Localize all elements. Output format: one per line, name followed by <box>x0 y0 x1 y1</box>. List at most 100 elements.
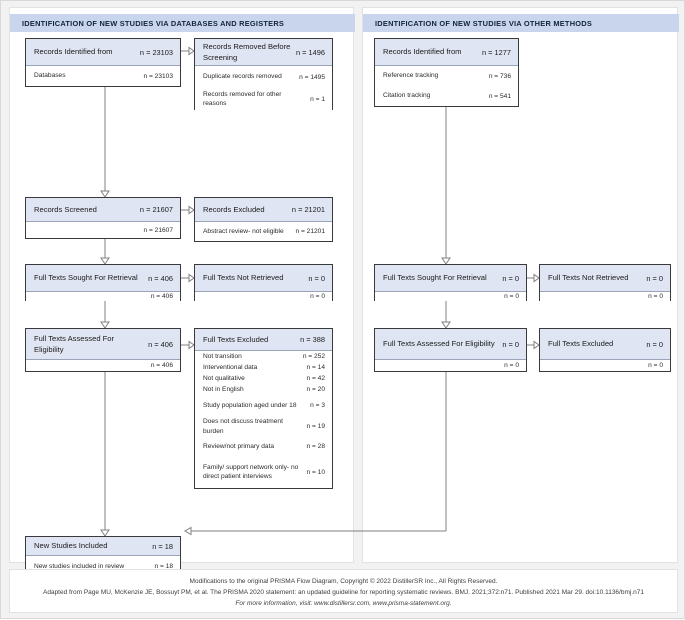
row-count: n = 19 <box>306 423 325 430</box>
box-head-full-texts-not-retrieved-other: Full Texts Not Retrieved n = 0 <box>540 265 670 292</box>
box-count: n = 0 <box>502 339 519 349</box>
row-count: n = 736 <box>488 72 511 80</box>
box-full-texts-excluded[interactable]: Full Texts Excluded n = 388 Not transiti… <box>194 328 333 489</box>
box-count: n = 18 <box>152 541 173 551</box>
box-title: Records Excluded <box>203 204 265 214</box>
row-count: n = 406 <box>150 293 173 300</box>
box-records-removed-before-screening[interactable]: Records Removed Before Screening n = 149… <box>194 38 333 110</box>
box-row: n = 0 <box>375 360 526 371</box>
box-row: Review/not primary data n = 28 <box>195 437 332 456</box>
box-row: n = 21607 <box>26 222 180 238</box>
box-records-excluded[interactable]: Records Excluded n = 21201 Abstract revi… <box>194 197 333 242</box>
box-rows: n = 0 <box>195 292 332 301</box>
row-count: n = 10 <box>306 468 325 476</box>
footer-attribution: Modifications to the original PRISMA Flo… <box>9 569 678 613</box>
box-row: n = 406 <box>26 360 180 371</box>
box-rows: n = 406 <box>26 360 180 371</box>
row-count: n = 23103 <box>143 72 173 80</box>
box-count: n = 1496 <box>296 47 325 57</box>
box-row: n = 0 <box>540 360 670 371</box>
box-rows: n = 0 <box>540 360 670 371</box>
box-full-texts-assessed-for-eligibility[interactable]: Full Texts Assessed For Eligibility n = … <box>25 328 181 372</box>
box-row: n = 0 <box>195 292 332 301</box>
row-label: Study population aged under 18 <box>203 401 297 409</box>
box-rows: n = 0 <box>540 292 670 301</box>
row-label: New studies included in review <box>34 562 125 570</box>
box-title: Full Texts Sought For Retrieval <box>34 273 138 283</box>
box-head-full-texts-sought: Full Texts Sought For Retrieval n = 406 <box>26 265 180 292</box>
box-row: Databases n = 23103 <box>26 66 180 86</box>
box-rows: Duplicate records removed n = 1495 Recor… <box>195 66 332 110</box>
row-label: Review/not primary data <box>203 442 275 450</box>
row-count: n = 0 <box>504 362 519 369</box>
row-label: Duplicate records removed <box>203 73 282 81</box>
row-count: n = 1 <box>310 95 325 103</box>
row-label <box>34 226 143 235</box>
row-count: n = 28 <box>306 443 325 450</box>
box-full-texts-not-retrieved[interactable]: Full Texts Not Retrieved n = 0 n = 0 <box>194 264 333 301</box>
box-row: Abstract review- not eligible n = 21201 <box>195 222 332 241</box>
row-count: n = 18 <box>154 563 173 570</box>
box-head-full-texts-excluded-other: Full Texts Excluded n = 0 <box>540 329 670 360</box>
box-title: Records Screened <box>34 204 97 214</box>
panel-header-other-methods: IDENTIFICATION OF NEW STUDIES VIA OTHER … <box>363 14 679 32</box>
box-row: Records removed for other reasons n = 1 <box>195 88 332 110</box>
row-label: Reference tracking <box>383 72 439 80</box>
box-title: Full Texts Excluded <box>203 334 269 344</box>
box-head-new-studies-included: New Studies Included n = 18 <box>26 537 180 556</box>
box-records-screened[interactable]: Records Screened n = 21607 n = 21607 <box>25 197 181 239</box>
row-label <box>203 292 310 301</box>
panel-header-databases-registers: IDENTIFICATION OF NEW STUDIES VIA DATABA… <box>10 14 355 32</box>
box-row: n = 0 <box>540 292 670 301</box>
box-title: Full Texts Assessed For Eligibility <box>383 339 495 349</box>
box-rows: Reference tracking n = 736 Citation trac… <box>375 66 518 106</box>
box-row: Not qualitative n = 42 <box>195 373 332 384</box>
box-title: Full Texts Excluded <box>548 339 614 349</box>
footer-line-more-info: For more information, visit: www.distill… <box>235 599 452 607</box>
box-count: n = 0 <box>646 273 663 283</box>
row-count: n = 20 <box>306 386 325 393</box>
box-records-identified-databases[interactable]: Records Identified from n = 23103 Databa… <box>25 38 181 87</box>
row-count: n = 541 <box>488 92 511 100</box>
row-label: Abstract review- not eligible <box>203 227 284 235</box>
box-count: n = 0 <box>308 273 325 283</box>
row-label: Not transition <box>203 352 242 360</box>
box-rows: Abstract review- not eligible n = 21201 <box>195 222 332 241</box>
box-records-identified-other-methods[interactable]: Records Identified from n = 1277 Referen… <box>374 38 519 107</box>
panel-title-databases-registers: IDENTIFICATION OF NEW STUDIES VIA DATABA… <box>22 18 285 28</box>
footer-line-citation: Adapted from Page MU, McKenzie JE, Bossu… <box>43 588 644 596</box>
box-title: Full Texts Not Retrieved <box>203 273 284 283</box>
row-label <box>34 361 151 370</box>
row-count: n = 1495 <box>299 73 325 81</box>
box-title: Records Identified from <box>34 47 113 57</box>
box-row: n = 406 <box>26 292 180 301</box>
row-count: n = 14 <box>306 364 325 371</box>
box-head-full-texts-not-retrieved: Full Texts Not Retrieved n = 0 <box>195 265 332 292</box>
box-head-records-excluded: Records Excluded n = 21201 <box>195 198 332 222</box>
box-rows: Not transition n = 252 Interventional da… <box>195 351 332 488</box>
box-full-texts-sought-for-retrieval[interactable]: Full Texts Sought For Retrieval n = 406 … <box>25 264 181 301</box>
box-full-texts-sought-other-methods[interactable]: Full Texts Sought For Retrieval n = 0 n … <box>374 264 527 301</box>
box-row: Interventional data n = 14 <box>195 362 332 373</box>
box-title: Records Identified from <box>383 47 462 57</box>
box-full-texts-not-retrieved-other-methods[interactable]: Full Texts Not Retrieved n = 0 n = 0 <box>539 264 671 301</box>
box-row: Family/ support network only- no direct … <box>195 456 332 488</box>
box-full-texts-assessed-other-methods[interactable]: Full Texts Assessed For Eligibility n = … <box>374 328 527 372</box>
box-count: n = 21201 <box>291 205 325 214</box>
box-row: Does not discuss treatment burden n = 19 <box>195 416 332 437</box>
row-count: n = 252 <box>302 353 325 360</box>
box-row: Study population aged under 18 n = 3 <box>195 395 332 416</box>
row-label: Not qualitative <box>203 374 245 382</box>
box-row: Not in English n = 20 <box>195 384 332 395</box>
row-count: n = 0 <box>504 293 519 300</box>
box-count: n = 0 <box>502 273 519 283</box>
box-head-records-identified-other: Records Identified from n = 1277 <box>375 39 518 66</box>
box-full-texts-excluded-other-methods[interactable]: Full Texts Excluded n = 0 n = 0 <box>539 328 671 372</box>
box-title: Full Texts Assessed For Eligibility <box>34 333 115 355</box>
box-title: Full Texts Not Retrieved <box>548 273 629 283</box>
row-label <box>548 361 648 370</box>
row-label <box>548 292 648 301</box>
panel-title-other-methods: IDENTIFICATION OF NEW STUDIES VIA OTHER … <box>375 18 593 28</box>
box-rows: n = 0 <box>375 292 526 301</box>
